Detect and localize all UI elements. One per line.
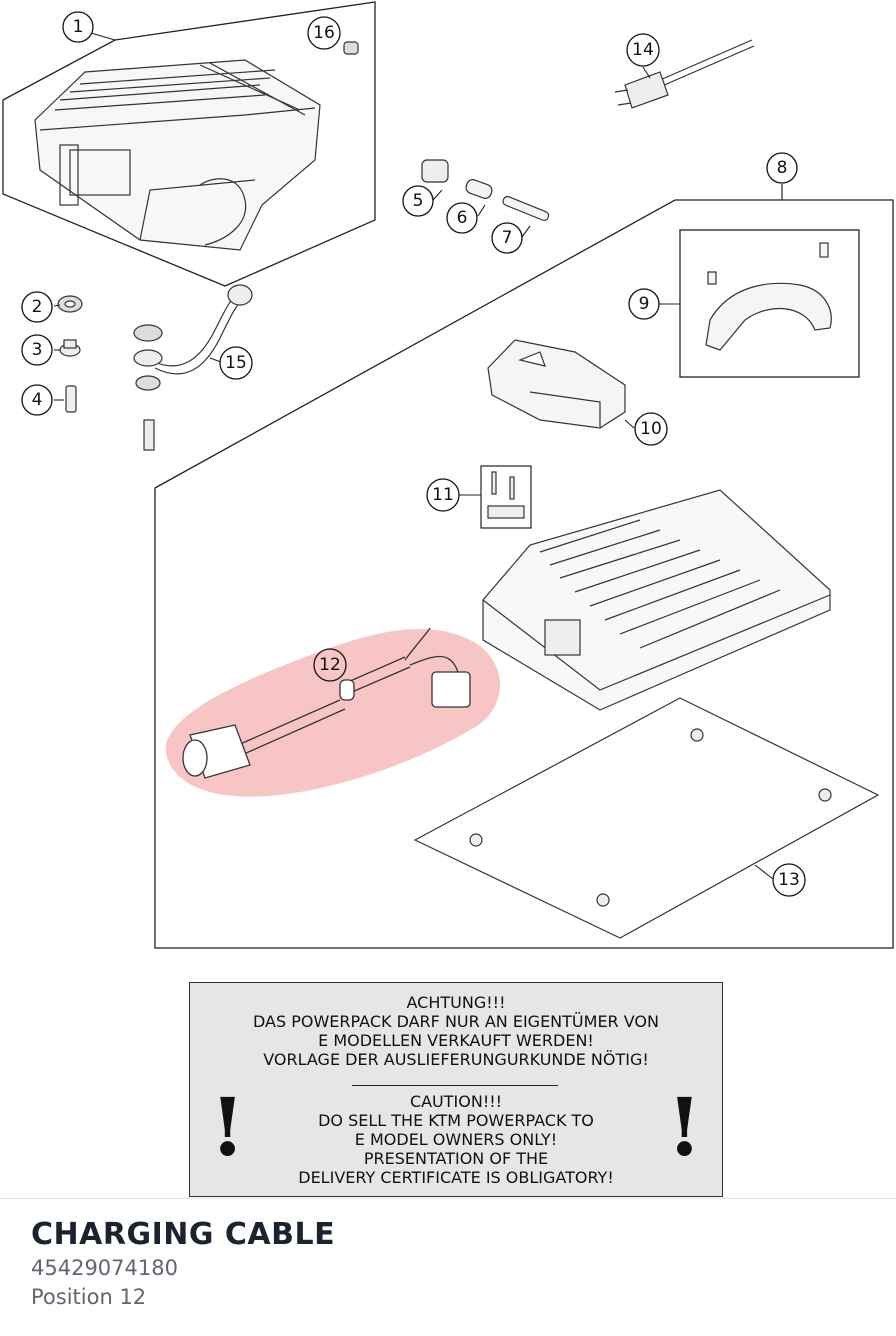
- exploded-parts-diagram: 1 2 3 4 5 6 7 8 9 10 11 12 13 14 15 16: [2, 1, 894, 949]
- part-11-kit-drawing: [487, 471, 525, 519]
- part-5-nut-drawing: [421, 159, 449, 183]
- warning-divider: [352, 1085, 558, 1086]
- part-title: CHARGING CABLE: [31, 1217, 336, 1252]
- svg-text:3: 3: [32, 340, 43, 360]
- callout-1: 1: [62, 11, 94, 43]
- callout-9: 9: [628, 288, 660, 320]
- part-9-handle-drawing: [705, 242, 832, 351]
- part-info-panel: CHARGING CABLE 45429074180 Position 12: [0, 1198, 896, 1336]
- part-14-mains-plug-drawing: [614, 39, 755, 109]
- callout-15: 15: [219, 346, 253, 380]
- svg-text:15: 15: [225, 353, 247, 373]
- part-12-charging-cable-drawing: [182, 627, 471, 779]
- svg-text:13: 13: [778, 870, 800, 890]
- warning-line: ACHTUNG!!!: [406, 993, 506, 1012]
- leader-lines: [53, 32, 774, 880]
- callout-14: 14: [626, 33, 660, 67]
- warning-german: ACHTUNG!!! DAS POWERPACK DARF NUR AN EIG…: [190, 993, 722, 1069]
- callout-16: 16: [307, 16, 341, 50]
- svg-text:8: 8: [777, 158, 788, 178]
- svg-text:10: 10: [640, 419, 662, 439]
- warning-line: E MODELLEN VERKAUFT WERDEN!: [318, 1031, 594, 1050]
- warning-english: CAUTION!!! DO SELL THE KTM POWERPACK TO …: [190, 1092, 722, 1187]
- callout-6: 6: [446, 202, 478, 234]
- part-case-drawing: [34, 59, 321, 251]
- highlight-area-position-12: [165, 628, 500, 797]
- svg-text:6: 6: [457, 208, 468, 228]
- group-outline-powerpack: [154, 199, 894, 949]
- callout-3: 3: [21, 334, 53, 366]
- svg-text:1: 1: [73, 17, 84, 37]
- svg-text:14: 14: [632, 40, 654, 60]
- callout-7: 7: [491, 222, 523, 254]
- part-3-washer-drawing: [59, 339, 81, 357]
- callout-8: 8: [766, 152, 798, 184]
- part-charger-unit-drawing: [482, 489, 831, 711]
- warning-line: VORLAGE DER AUSLIEFERUNGURKUNDE NÖTIG!: [263, 1050, 649, 1069]
- callout-5: 5: [402, 185, 434, 217]
- svg-text:11: 11: [432, 485, 454, 505]
- warning-line: PRESENTATION OF THE: [363, 1149, 549, 1168]
- callout-11: 11: [426, 478, 460, 512]
- part-16-plug-drawing: [343, 41, 359, 55]
- callout-10: 10: [634, 412, 668, 446]
- exclamation-icon: !: [666, 1080, 702, 1174]
- svg-text:2: 2: [32, 297, 43, 317]
- warning-line: CAUTION!!!: [409, 1092, 503, 1111]
- svg-text:16: 16: [313, 23, 335, 43]
- callout-4: 4: [21, 384, 53, 416]
- warning-line: DAS POWERPACK DARF NUR AN EIGENTÜMER VON: [253, 1012, 659, 1031]
- svg-text:5: 5: [413, 191, 424, 211]
- group-outline-connector-kit: [480, 465, 532, 529]
- svg-text:12: 12: [319, 655, 341, 675]
- part-number: 45429074180: [31, 1256, 178, 1280]
- part-2-grommet-drawing: [57, 295, 83, 313]
- svg-text:7: 7: [502, 228, 513, 248]
- callout-2: 2: [21, 291, 53, 323]
- part-13-plate-drawing: [413, 697, 880, 939]
- part-6-sleeve-drawing: [465, 179, 493, 199]
- warning-line: E MODEL OWNERS ONLY!: [354, 1130, 558, 1149]
- warning-line: DO SELL THE KTM POWERPACK TO: [318, 1111, 594, 1130]
- svg-text:4: 4: [32, 390, 43, 410]
- callout-12: 12: [313, 648, 347, 682]
- part-position: Position 12: [31, 1285, 147, 1309]
- part-10-cover-drawing: [487, 339, 626, 429]
- callout-13: 13: [772, 863, 806, 897]
- part-7-pin-drawing: [502, 195, 550, 222]
- part-15-cover-strap-drawing: [133, 284, 253, 451]
- warning-line: DELIVERY CERTIFICATE IS OBLIGATORY!: [298, 1168, 614, 1187]
- warning-notice: ACHTUNG!!! DAS POWERPACK DARF NUR AN EIG…: [189, 982, 723, 1197]
- part-4-screw-drawing: [65, 385, 77, 413]
- exclamation-icon: !: [210, 1080, 246, 1174]
- svg-text:9: 9: [639, 294, 650, 314]
